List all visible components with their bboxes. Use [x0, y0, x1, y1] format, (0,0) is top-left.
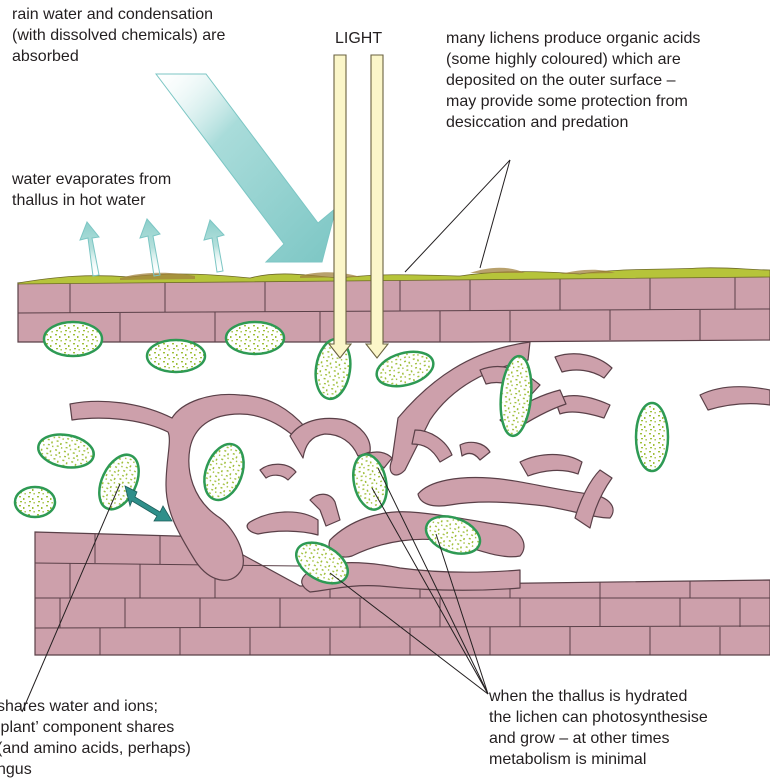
light-label: LIGHT: [335, 30, 382, 48]
lower-cortex: [35, 532, 770, 655]
rain-water-arrow: [156, 74, 336, 262]
evaporation-label: water evaporates from thallus in hot wat…: [12, 169, 171, 211]
rain-water-label: rain water and condensation (with dissol…: [12, 4, 225, 67]
exchange-double-arrow: [125, 486, 172, 521]
hydrated-thallus-label: when the thallus is hydrated the lichen …: [489, 686, 708, 770]
fungus-shares-label: shares water and ions; ‘plant’ component…: [0, 696, 191, 780]
organic-acids-label: many lichens produce organic acids (some…: [446, 28, 700, 133]
upper-cortex: [18, 276, 770, 342]
evaporation-arrows: [80, 219, 224, 276]
